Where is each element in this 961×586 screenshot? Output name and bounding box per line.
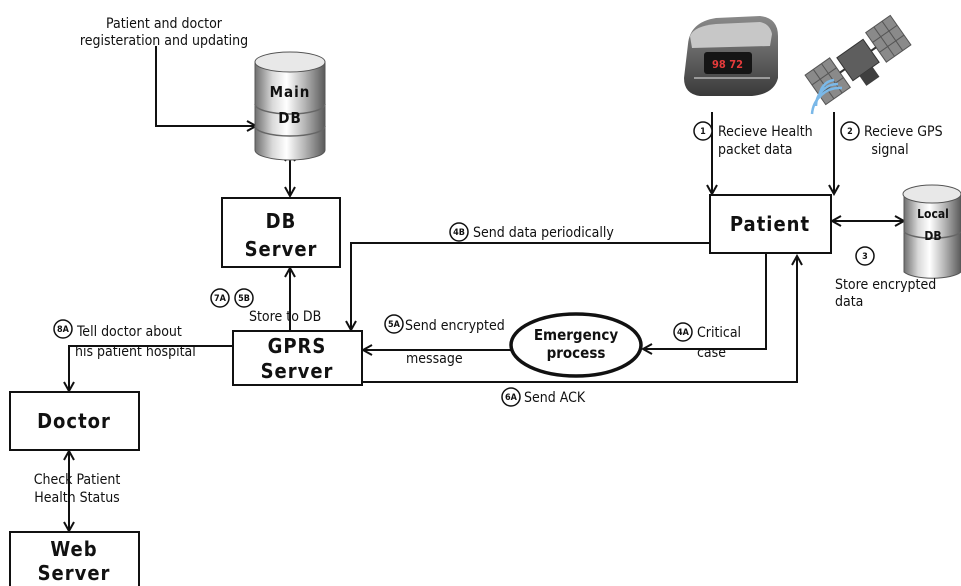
web-server-label-1: Web	[50, 537, 97, 561]
emergency-label-1: Emergency	[534, 326, 619, 344]
edge-labels: Patient and doctor registeration and upd…	[34, 16, 943, 506]
tell-doctor-label-2: his patient hospital	[75, 344, 196, 360]
satellite-icon	[804, 14, 912, 115]
store-encrypted-label-2: data	[835, 294, 863, 310]
patient-box: Patient	[709, 194, 832, 254]
gprs-label-1: GPRS	[268, 334, 327, 358]
badge-1: 1	[700, 127, 706, 137]
badge-7a: 7A	[214, 294, 227, 304]
gprs-server-box: GPRS Server	[232, 330, 363, 386]
doctor-label: Doctor	[37, 409, 111, 433]
recv-health-label-1: Recieve Health	[718, 124, 813, 140]
badge-5a: 5A	[388, 320, 401, 330]
connectors	[69, 46, 904, 531]
arrow-tell-doctor	[69, 345, 233, 391]
badge-2: 2	[847, 127, 853, 137]
arrow-send-ack	[342, 256, 797, 383]
registration-label-1: Patient and doctor	[106, 16, 223, 32]
main-db-label-2: DB	[278, 109, 302, 127]
db-server-label-2: Server	[245, 237, 318, 261]
registration-label-2: registeration and updating	[80, 33, 248, 49]
check-status-label-1: Check Patient	[34, 472, 121, 488]
db-server-label-1: DB	[266, 209, 297, 233]
local-db-label-1: Local	[917, 207, 949, 221]
emergency-process-ellipse: Emergency process	[509, 312, 643, 378]
send-ack-label: Send ACK	[524, 390, 586, 406]
step-badges	[53, 121, 875, 407]
critical-label-1: Critical	[697, 325, 741, 341]
badge-3: 3	[862, 252, 868, 262]
check-status-label-2: Health Status	[34, 490, 120, 506]
send-periodically-label: Send data periodically	[473, 225, 614, 241]
emergency-label-2: process	[547, 344, 606, 362]
pulse-oximeter-icon: 98 72	[684, 16, 778, 96]
local-db-cylinder: Local DB	[902, 184, 961, 279]
store-to-db-label: Store to DB	[249, 309, 321, 325]
badge-4a: 4A	[677, 328, 690, 338]
badge-4b: 4B	[453, 228, 465, 238]
send-encrypted-label-2: message	[406, 351, 463, 367]
tell-doctor-label-1: Tell doctor about	[76, 324, 182, 340]
badge-6a: 6A	[505, 393, 518, 403]
arrow-registration-to-maindb	[155, 46, 256, 126]
recv-health-label-2: packet data	[718, 142, 793, 158]
send-encrypted-label-1: Send encrypted	[405, 318, 505, 334]
main-db-label-1: Main	[270, 83, 311, 101]
patient-label: Patient	[730, 212, 810, 236]
store-encrypted-label-1: Store encrypted	[835, 277, 936, 293]
gprs-label-2: Server	[261, 359, 334, 383]
main-db-cylinder: Main DB	[254, 51, 326, 161]
db-server-box: DB Server	[221, 197, 341, 268]
arrow-send-periodically	[351, 242, 710, 330]
web-server-label-2: Server	[38, 561, 111, 585]
badge-8a: 8A	[57, 325, 70, 335]
doctor-box: Doctor	[9, 391, 140, 451]
local-db-label-2: DB	[924, 229, 941, 243]
recv-gps-label-2: signal	[871, 142, 908, 158]
svg-text:98 72: 98 72	[712, 58, 743, 71]
critical-label-2: case	[697, 345, 726, 361]
recv-gps-label-1: Recieve GPS	[864, 124, 943, 140]
web-server-box: Web Server	[9, 531, 140, 586]
arrow-critical-case	[643, 254, 767, 349]
badge-5b: 5B	[238, 294, 250, 304]
